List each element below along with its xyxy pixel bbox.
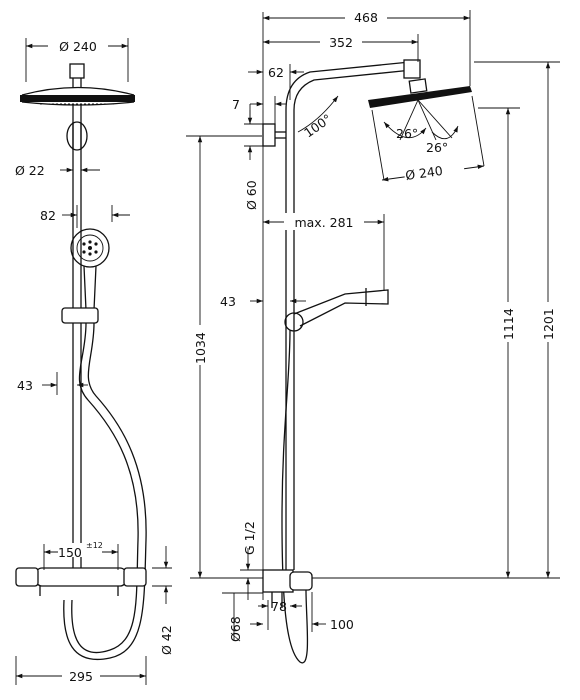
dim-connector-diameter: Ø68 xyxy=(228,616,243,642)
side-riser-pipe xyxy=(285,59,421,570)
front-riser-pipe xyxy=(66,105,88,568)
dim-front-mixer-depth: Ø 42 xyxy=(159,625,174,655)
front-mixer xyxy=(15,567,147,596)
dim-side-slider-offset: 43 xyxy=(220,294,236,309)
front-view: Ø 240 Ø 22 82 43 150 ±12 Ø 42 2 xyxy=(15,38,174,685)
dim-side-max-reach: max. 281 xyxy=(294,215,353,230)
dim-side-tilt-angle-a: 26° xyxy=(396,126,418,141)
front-hose xyxy=(63,322,147,661)
dim-side-wall-bracket: 62 xyxy=(268,65,284,80)
dim-front-pipe-diameter: Ø 22 xyxy=(15,163,45,178)
dim-side-bracket-depth: 7 xyxy=(232,97,240,112)
dim-front-total-width: 295 xyxy=(69,669,93,684)
side-hand-shower xyxy=(284,288,389,332)
side-connector xyxy=(262,569,313,608)
dim-front-head-diameter: Ø 240 xyxy=(59,39,97,54)
front-hand-shower xyxy=(61,228,110,324)
side-shower-head xyxy=(368,78,485,181)
dim-front-hose-offset: 43 xyxy=(17,378,33,393)
dim-front-mixer-spacing: 150 xyxy=(58,545,82,560)
front-shower-head xyxy=(20,63,135,106)
dim-side-arm-angle: 100° xyxy=(301,111,334,141)
dim-thread-size: G 1/2 xyxy=(242,521,257,555)
dim-side-head-diameter: Ø 240 xyxy=(404,163,443,183)
dim-front-mixer-tolerance: ±12 xyxy=(86,541,103,550)
dim-connector-offset: 78 xyxy=(271,599,287,614)
dim-side-arm-reach: 352 xyxy=(329,35,353,50)
dim-side-tilt-angle-b: 26° xyxy=(426,140,448,155)
dim-height-head: 1114 xyxy=(501,308,516,340)
dim-height-total: 1201 xyxy=(541,308,556,340)
side-view: 468 352 62 7 100° 26° 26° Ø 240 Ø 60 xyxy=(186,9,560,664)
dim-side-bracket-diameter: Ø 60 xyxy=(244,180,259,210)
dim-height-bracket: 1034 xyxy=(193,332,208,364)
dim-side-total-reach: 468 xyxy=(354,10,378,25)
dim-front-handshower-offset: 82 xyxy=(40,208,56,223)
dim-connector-depth: 100 xyxy=(330,617,354,632)
side-wall-bracket xyxy=(262,123,286,147)
